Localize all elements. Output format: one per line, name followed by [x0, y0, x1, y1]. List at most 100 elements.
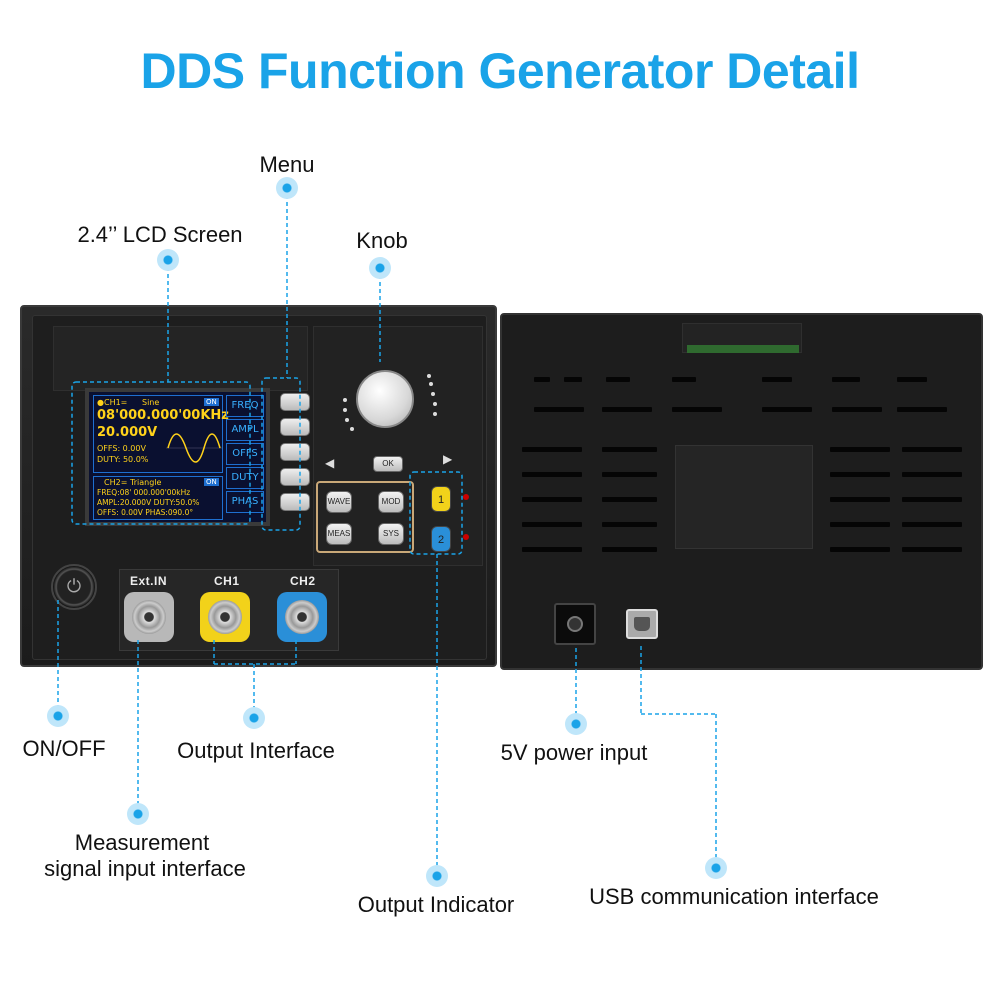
menu-callout-dot	[276, 177, 298, 199]
vent-slot	[902, 472, 962, 477]
lcd-screen: ●CH1= Sine ON 08'000.000'00KHz 20.000V O…	[85, 388, 270, 526]
wave-button[interactable]: WAVE	[326, 491, 352, 513]
rotary-knob[interactable]	[356, 370, 414, 428]
front-panel-inner: ●CH1= Sine ON 08'000.000'00KHz 20.000V O…	[32, 315, 487, 660]
lcd-label: 2.4’’ LCD Screen	[77, 222, 243, 247]
lcd-ch1-freq: 08'000.000'00KHz	[97, 408, 229, 423]
menu-button-2[interactable]	[280, 418, 310, 436]
ch1-indicator-led	[463, 494, 469, 500]
vent-slot	[672, 407, 722, 412]
knob-callout-dot	[369, 257, 391, 279]
vent-slot	[830, 497, 890, 502]
usb-callout-dot	[705, 857, 727, 879]
measurement-callout-dot	[127, 803, 149, 825]
front-top-plate	[53, 326, 308, 391]
lcd-key-duty: DUTY	[226, 467, 264, 489]
lcd-ch2-wave: Triangle	[130, 478, 162, 487]
output-interface-label: Output Interface	[177, 738, 335, 763]
knob-dots	[343, 374, 437, 431]
left-arrow-icon[interactable]: ◀	[325, 456, 335, 470]
onoff-callout-dot	[47, 705, 69, 727]
lcd-ch1-offs: OFFS: 0.00V	[97, 444, 146, 453]
ch2-connector-label: CH2	[290, 574, 316, 588]
ch2-indicator-led	[463, 534, 469, 540]
mod-button[interactable]: MOD	[378, 491, 404, 513]
menu-button-4[interactable]	[280, 468, 310, 486]
sys-button[interactable]: SYS	[378, 523, 404, 545]
ext-in-connector[interactable]	[124, 592, 174, 642]
menu-button-1[interactable]	[280, 393, 310, 411]
vent-slot	[832, 377, 860, 382]
vent-slot	[534, 407, 584, 412]
measurement-label-line2: signal input interface	[44, 856, 246, 881]
lcd-ch2-offs: OFFS: 0.00V PHAS:090.0°	[97, 508, 194, 517]
vent-slot	[830, 472, 890, 477]
bnc-connector-panel: Ext.IN CH1 CH2	[119, 569, 339, 651]
ch1-connector-label: CH1	[214, 574, 240, 588]
lcd-sine-wave	[166, 433, 222, 463]
lcd-ch2-freq: FREQ:08' 000.000'00kHz	[97, 488, 191, 497]
ext-in-label: Ext.IN	[130, 574, 168, 588]
lcd-key-ampl: AMPL	[226, 419, 264, 441]
vent-slot	[902, 497, 962, 502]
usb-b-port[interactable]	[626, 609, 658, 639]
vent-slot	[564, 377, 582, 382]
lcd-ch2-on-badge: ON	[204, 478, 219, 486]
dc-power-jack[interactable]	[554, 603, 596, 645]
ch2-connector[interactable]	[277, 592, 327, 642]
lcd-ch1-ampl: 20.000V	[97, 425, 158, 440]
vent-slot	[832, 407, 882, 412]
page-title: DDS Function Generator Detail	[140, 43, 860, 99]
lcd-ch1-area: ●CH1= Sine ON 08'000.000'00KHz 20.000V O…	[93, 395, 229, 473]
power-input-callout-dot	[565, 713, 587, 735]
vent-slot	[602, 522, 657, 527]
lcd-key-offs: OFFS	[226, 443, 264, 465]
vent-slot	[672, 377, 696, 382]
vent-slot	[830, 547, 890, 552]
ch2-output-button[interactable]: 2	[431, 526, 451, 552]
onoff-label: ON/OFF	[22, 736, 106, 761]
vent-slot	[602, 447, 657, 452]
vent-slot	[602, 407, 652, 412]
vent-slot	[606, 377, 630, 382]
lcd-key-phas: PHAS	[226, 491, 264, 513]
meas-button[interactable]: MEAS	[326, 523, 352, 545]
usb-label: USB communication interface	[589, 884, 879, 909]
lcd-ch2-ampl: AMPL:20.000V DUTY:50.0%	[97, 498, 200, 507]
menu-button-3[interactable]	[280, 443, 310, 461]
vent-slot	[522, 497, 582, 502]
vent-slot	[762, 377, 792, 382]
pcb-strip	[687, 345, 799, 353]
knob-label: Knob	[356, 228, 408, 253]
lcd-key-freq: FREQ	[226, 395, 264, 417]
output-indicator-label: Output Indicator	[357, 892, 515, 917]
power-input-label: 5V power input	[500, 740, 648, 765]
menu-button-5[interactable]	[280, 493, 310, 511]
vent-slot	[602, 547, 657, 552]
back-panel	[500, 313, 983, 670]
vent-slot	[522, 447, 582, 452]
output-interface-callout-dot	[243, 707, 265, 729]
vent-slot	[902, 447, 962, 452]
ch1-output-button[interactable]: 1	[431, 486, 451, 512]
vent-slot	[762, 407, 812, 412]
vent-slot	[897, 377, 927, 382]
back-center-plate	[675, 445, 813, 549]
lcd-ch1-wave: Sine	[142, 398, 160, 407]
right-arrow-icon[interactable]: ▶	[443, 452, 453, 466]
measurement-label-line1: Measurement	[74, 830, 210, 855]
vent-slot	[522, 472, 582, 477]
vent-slot	[830, 522, 890, 527]
vent-slot	[902, 522, 962, 527]
function-button-group: WAVE MOD MEAS SYS	[316, 481, 414, 553]
lcd-ch2-header: CH2=	[104, 478, 128, 487]
vent-slot	[534, 377, 550, 382]
menu-label: Menu	[259, 152, 315, 177]
lcd-ch1-on-badge: ON	[204, 398, 219, 406]
vent-slot	[830, 447, 890, 452]
lcd-ch1-header: ●CH1=	[97, 398, 128, 407]
lcd-ch2-area: CH2= Triangle ON FREQ:08' 000.000'00kHz …	[93, 476, 223, 520]
ok-button[interactable]: OK	[373, 456, 403, 472]
ch1-connector[interactable]	[200, 592, 250, 642]
